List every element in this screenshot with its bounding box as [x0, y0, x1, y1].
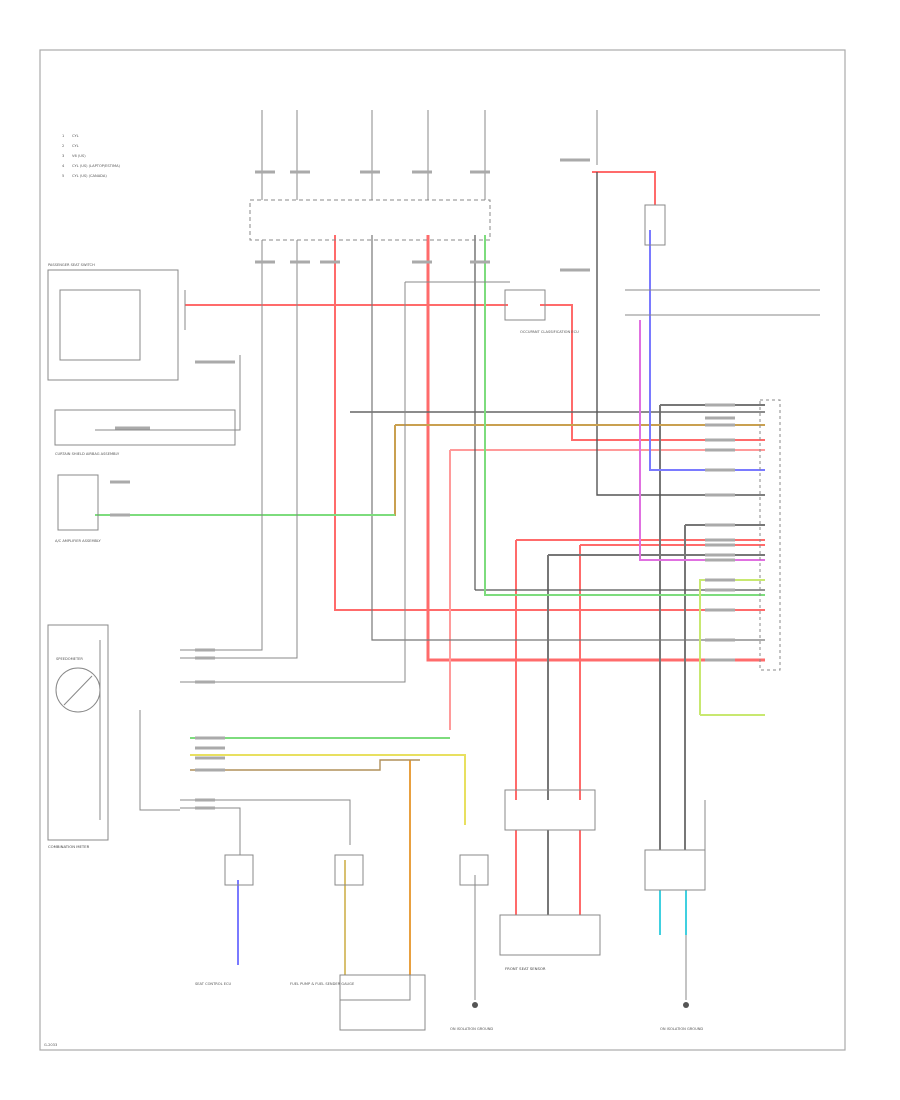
- wires-colored: [95, 171, 765, 975]
- occupant-classification-label: OCCUPANT CLASSIFICATION ECU: [520, 330, 579, 334]
- ground-right-label: ON ISOLATION GROUND: [660, 1027, 703, 1031]
- svg-text:4: 4: [62, 164, 65, 168]
- fuse-label: G-2033: [44, 1043, 57, 1047]
- diagram-frame: [39, 49, 846, 1051]
- fuel-pump: [339, 974, 426, 1031]
- small-switch: [54, 409, 236, 446]
- wire-green-d: [699, 579, 765, 716]
- passenger-seat-switch: [47, 269, 179, 381]
- wire-red-main: [185, 304, 765, 441]
- small-switch-label: CURTAIN SHIELD AIRBAG ASSEMBLY: [55, 452, 120, 456]
- wire-gray-g: [371, 235, 765, 641]
- svg-text:CYL: CYL: [72, 134, 79, 138]
- ground-left-label: ON ISOLATION GROUND: [450, 1027, 493, 1031]
- svg-text:2: 2: [62, 144, 64, 148]
- seat-control-ecu: [224, 854, 254, 886]
- right-connector-col: [759, 399, 781, 671]
- wire-cyan-a: [659, 890, 687, 935]
- legend: 1 CYL 2 CYL 3 V6 (US) 4 CYL (US) (LAPTOP…: [62, 134, 121, 178]
- combination-meter: [47, 624, 109, 841]
- svg-text:V6 (US): V6 (US): [72, 154, 86, 158]
- combination-meter-label: COMBINATION METER: [48, 844, 90, 849]
- wire-red-left: [334, 235, 765, 611]
- ground-left-icon: [472, 1002, 478, 1008]
- wire-red-seat2: [579, 544, 765, 800]
- right-sensor: [644, 849, 706, 891]
- svg-text:CYL: CYL: [72, 144, 79, 148]
- grounds: [472, 1002, 689, 1008]
- ground-right-icon: [683, 1002, 689, 1008]
- wire-red-seat3: [515, 830, 581, 915]
- seat-control-ecu-label: SEAT CONTROL ECU: [195, 982, 232, 986]
- ac-amplifier: [57, 474, 99, 531]
- switch-inner: [59, 289, 141, 361]
- wire-gray-b: [659, 404, 765, 850]
- right-ecu: [459, 854, 489, 886]
- centre-relay: [504, 289, 546, 321]
- wire-brown-a: [190, 759, 420, 771]
- svg-text:CYL (US) (LAPTOP/ESTIMA): CYL (US) (LAPTOP/ESTIMA): [72, 164, 121, 168]
- svg-text:CYL (US) (CANADA): CYL (US) (CANADA): [72, 174, 107, 178]
- svg-text:5: 5: [62, 174, 64, 178]
- wire-green-b: [484, 235, 765, 596]
- svg-text:3: 3: [62, 154, 64, 158]
- top-right-relay: [644, 204, 666, 246]
- components: [47, 199, 781, 1031]
- front-seat-sensor-label: FRONT SEAT SENSOR: [505, 966, 546, 971]
- wires-thin: [95, 110, 820, 1001]
- wire-blue-a: [649, 230, 765, 471]
- wire-red-centre: [426, 235, 765, 662]
- front-seat-sensor: [499, 914, 601, 956]
- centre-ecu: [334, 854, 364, 886]
- speedometer-label: SPEEDOMETER: [56, 657, 83, 661]
- wire-yellow-a: [190, 754, 466, 825]
- wire-gray-c: [684, 524, 765, 850]
- passenger-seat-switch-label: PASSENGER SEAT SWITCH: [48, 263, 95, 267]
- wire-red-topright: [592, 171, 656, 205]
- wire-tick-marks: [110, 158, 735, 810]
- wire-gray-f: [596, 172, 765, 496]
- svg-text:1: 1: [62, 134, 64, 138]
- seat-sensor-upper: [504, 789, 596, 831]
- top-connector-row: [249, 199, 491, 241]
- component-labels: COMBINATION METER FRONT SEAT SENSOR FUEL…: [44, 263, 703, 1047]
- ac-amplifier-label: A/C AMPLIFIER ASSEMBLY: [55, 539, 102, 543]
- fuel-pump-label: FUEL PUMP & FUEL SENDER GAUGE: [290, 982, 355, 986]
